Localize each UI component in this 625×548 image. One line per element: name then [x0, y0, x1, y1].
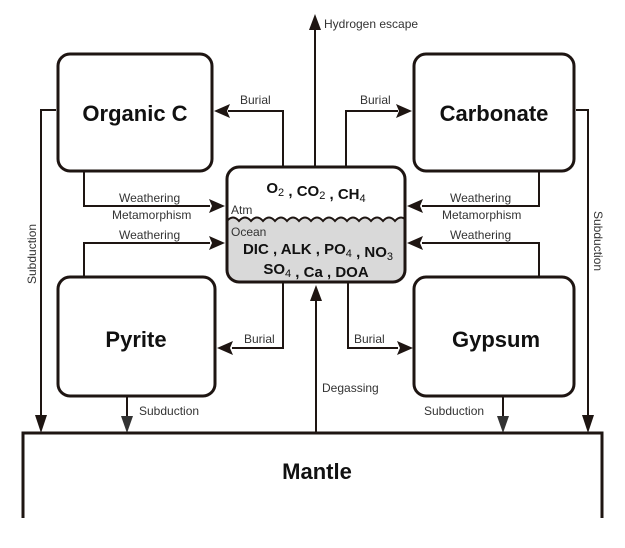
atm-label: Atm	[231, 203, 252, 217]
weathering-pyrite-label: Weathering	[119, 228, 180, 242]
atmosphere-ocean-box: O2 , CO2 , CH4 Atm Ocean DIC , ALK , PO4…	[225, 165, 407, 284]
species-co2: CO2	[297, 183, 326, 202]
subduction-pyrite-label: Subduction	[139, 404, 199, 418]
arrow-left-icon	[407, 236, 423, 250]
atmosphere-species: O2 , CO2 , CH4	[266, 180, 365, 205]
arrow-left-icon	[407, 199, 423, 213]
degassing-label: Degassing	[322, 381, 379, 395]
reservoir-mantle: Mantle	[21, 431, 604, 518]
arrow-left-icon	[214, 104, 230, 118]
subscript: 3	[387, 251, 393, 263]
weathering-carbonate-label: Weathering	[450, 191, 511, 205]
arrow-left-icon	[217, 341, 233, 355]
species-so4: SO4	[263, 261, 291, 280]
arrow-right-icon	[397, 341, 413, 355]
subduction-right-flux: Subduction	[576, 109, 605, 433]
reservoir-gypsum: Gypsum	[412, 275, 576, 398]
species-no3: NO3	[364, 244, 393, 263]
species-alk: ALK	[281, 241, 312, 258]
arrow-right-icon	[209, 199, 225, 213]
weathering-organic-flux: Weathering Metamorphism	[83, 171, 225, 222]
arrow-up-icon	[310, 285, 322, 301]
weathering-carbonate-flux: Weathering Metamorphism	[407, 171, 540, 222]
weathering-organic-label: Weathering	[119, 191, 180, 205]
subduction-pyrite-flux: Subduction	[121, 396, 199, 433]
reservoir-carbonate: Carbonate	[412, 52, 576, 173]
burial-pyrite-label: Burial	[244, 332, 275, 346]
subscript: 2	[278, 187, 284, 199]
subscript: 4	[346, 248, 352, 260]
species-o2: O2	[266, 180, 284, 199]
species-ca: Ca	[304, 264, 324, 281]
arrow-down-icon	[497, 416, 509, 433]
subscript: 2	[319, 190, 325, 202]
subduction-gypsum-label: Subduction	[424, 404, 484, 418]
degassing-flux: Degassing	[310, 285, 379, 433]
carbonate-label: Carbonate	[440, 101, 549, 126]
mantle-label: Mantle	[282, 459, 352, 484]
weathering-gypsum-flux: Weathering	[407, 228, 540, 277]
burial-organic-label: Burial	[240, 93, 271, 107]
burial-gypsum-label: Burial	[354, 332, 385, 346]
arrow-right-icon	[396, 104, 412, 118]
species-doa: DOA	[335, 264, 369, 281]
gypsum-label: Gypsum	[452, 327, 540, 352]
burial-organic-flux: Burial	[214, 93, 284, 167]
subscript: 4	[360, 193, 366, 205]
arrow-down-icon	[582, 415, 594, 433]
species-dic: DIC	[243, 241, 269, 258]
species-ch4: CH4	[338, 186, 366, 205]
burial-carbonate-label: Burial	[360, 93, 391, 107]
reservoir-pyrite: Pyrite	[56, 275, 217, 398]
subduction-left-label: Subduction	[25, 224, 39, 284]
organic-c-label: Organic C	[82, 101, 187, 126]
reservoir-organic-c: Organic C	[56, 52, 214, 173]
subduction-right-label: Subduction	[591, 211, 605, 271]
weathering-gypsum-label: Weathering	[450, 228, 511, 242]
subduction-left-flux: Subduction	[25, 109, 56, 433]
pyrite-label: Pyrite	[105, 327, 166, 352]
arrow-down-icon	[35, 415, 47, 433]
ocean-species-line1: DIC , ALK , PO4 , NO3	[243, 241, 393, 263]
burial-gypsum-flux: Burial	[347, 282, 413, 355]
arrow-down-icon	[121, 416, 133, 433]
metamorphism-carbonate-label: Metamorphism	[442, 208, 521, 222]
ocean-species-line2: SO4 , Ca , DOA	[263, 261, 369, 281]
burial-pyrite-flux: Burial	[217, 282, 284, 355]
ocean-region	[227, 217, 405, 282]
hydrogen-escape-flux: Hydrogen escape	[309, 14, 418, 167]
weathering-pyrite-flux: Weathering	[83, 228, 225, 277]
subscript: 4	[285, 268, 291, 280]
arrow-right-icon	[209, 236, 225, 250]
arrow-up-icon	[309, 14, 321, 30]
metamorphism-organic-label: Metamorphism	[112, 208, 191, 222]
wave-line	[227, 216, 405, 223]
burial-carbonate-flux: Burial	[345, 93, 412, 167]
subduction-gypsum-flux: Subduction	[424, 396, 509, 433]
ocean-label: Ocean	[231, 225, 266, 239]
hydrogen-escape-label: Hydrogen escape	[324, 17, 418, 31]
species-po4: PO4	[324, 241, 352, 260]
